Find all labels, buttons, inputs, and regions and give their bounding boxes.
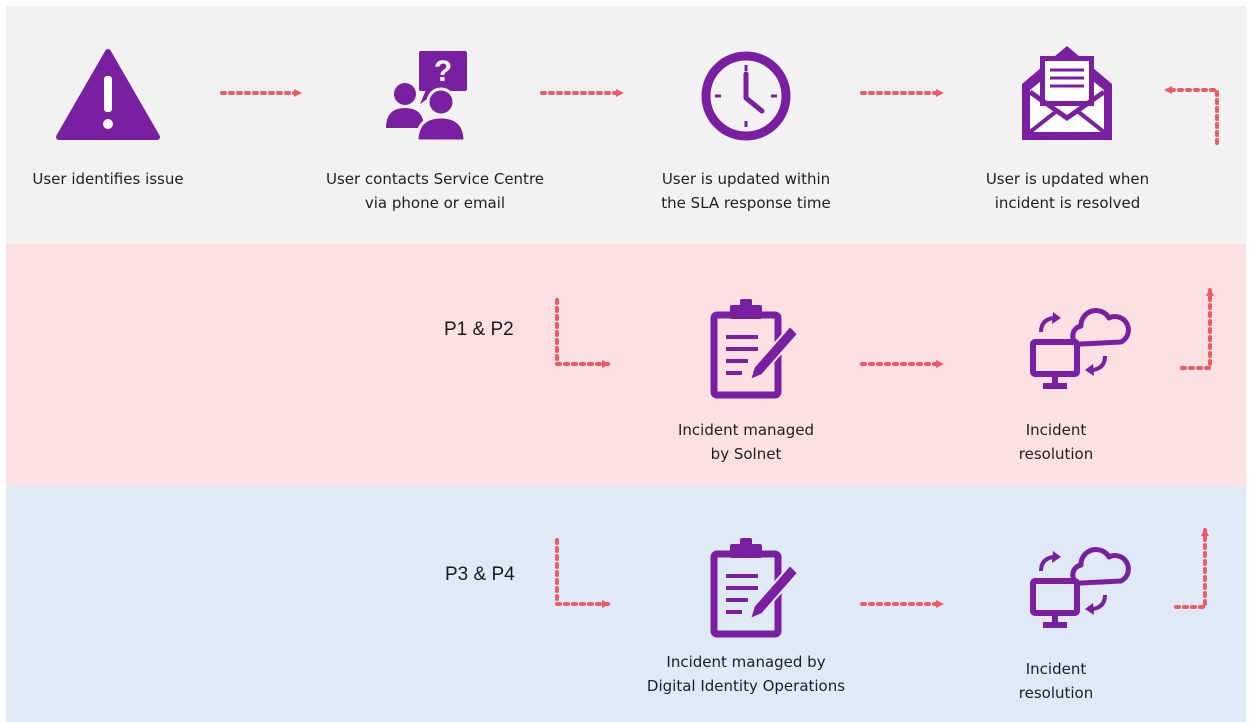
arrow-return-to-resolved — [1164, 86, 1219, 145]
arrow-p34-resolution-up — [1174, 528, 1209, 609]
p34-managed-label: Incident managed by Digital Identity Ope… — [646, 653, 846, 695]
arrow-p12-to-managed — [555, 298, 610, 368]
warning-triangle-icon — [56, 49, 160, 140]
arrow-p34-to-managed — [555, 538, 610, 608]
step-label-updated-within-sla: User is updated within the SLA response … — [661, 170, 831, 212]
p12-managed-label: Incident managed by Solnet — [677, 421, 815, 463]
svg-text:?: ? — [434, 55, 452, 88]
users-question-icon: ? — [386, 51, 467, 143]
arrow-p12-resolution-up — [1180, 288, 1214, 370]
step-label-identifies-issue: User identifies issue — [32, 170, 184, 188]
envelope-letter-icon — [1022, 46, 1112, 140]
p12-resolution-label: Incident resolution — [1018, 421, 1094, 463]
priority-label-p3-p4: P3 & P4 — [445, 564, 515, 585]
step-label-updated-when-resolved: User is updated when incident is resolve… — [985, 170, 1150, 212]
cloud-sync-icon — [1030, 546, 1131, 628]
clock-icon — [701, 51, 791, 141]
p1-p2-band — [6, 244, 1246, 486]
clipboard-pencil-icon — [710, 538, 800, 638]
cloud-sync-icon — [1030, 307, 1131, 389]
p3-p4-band — [6, 486, 1246, 722]
p34-resolution-label: Incident resolution — [1018, 660, 1094, 702]
clipboard-pencil-icon — [710, 299, 800, 399]
priority-label-p1-p2: P1 & P2 — [444, 319, 514, 340]
step-label-contacts-service-centre: User contacts Service Centre via phone o… — [325, 170, 545, 212]
